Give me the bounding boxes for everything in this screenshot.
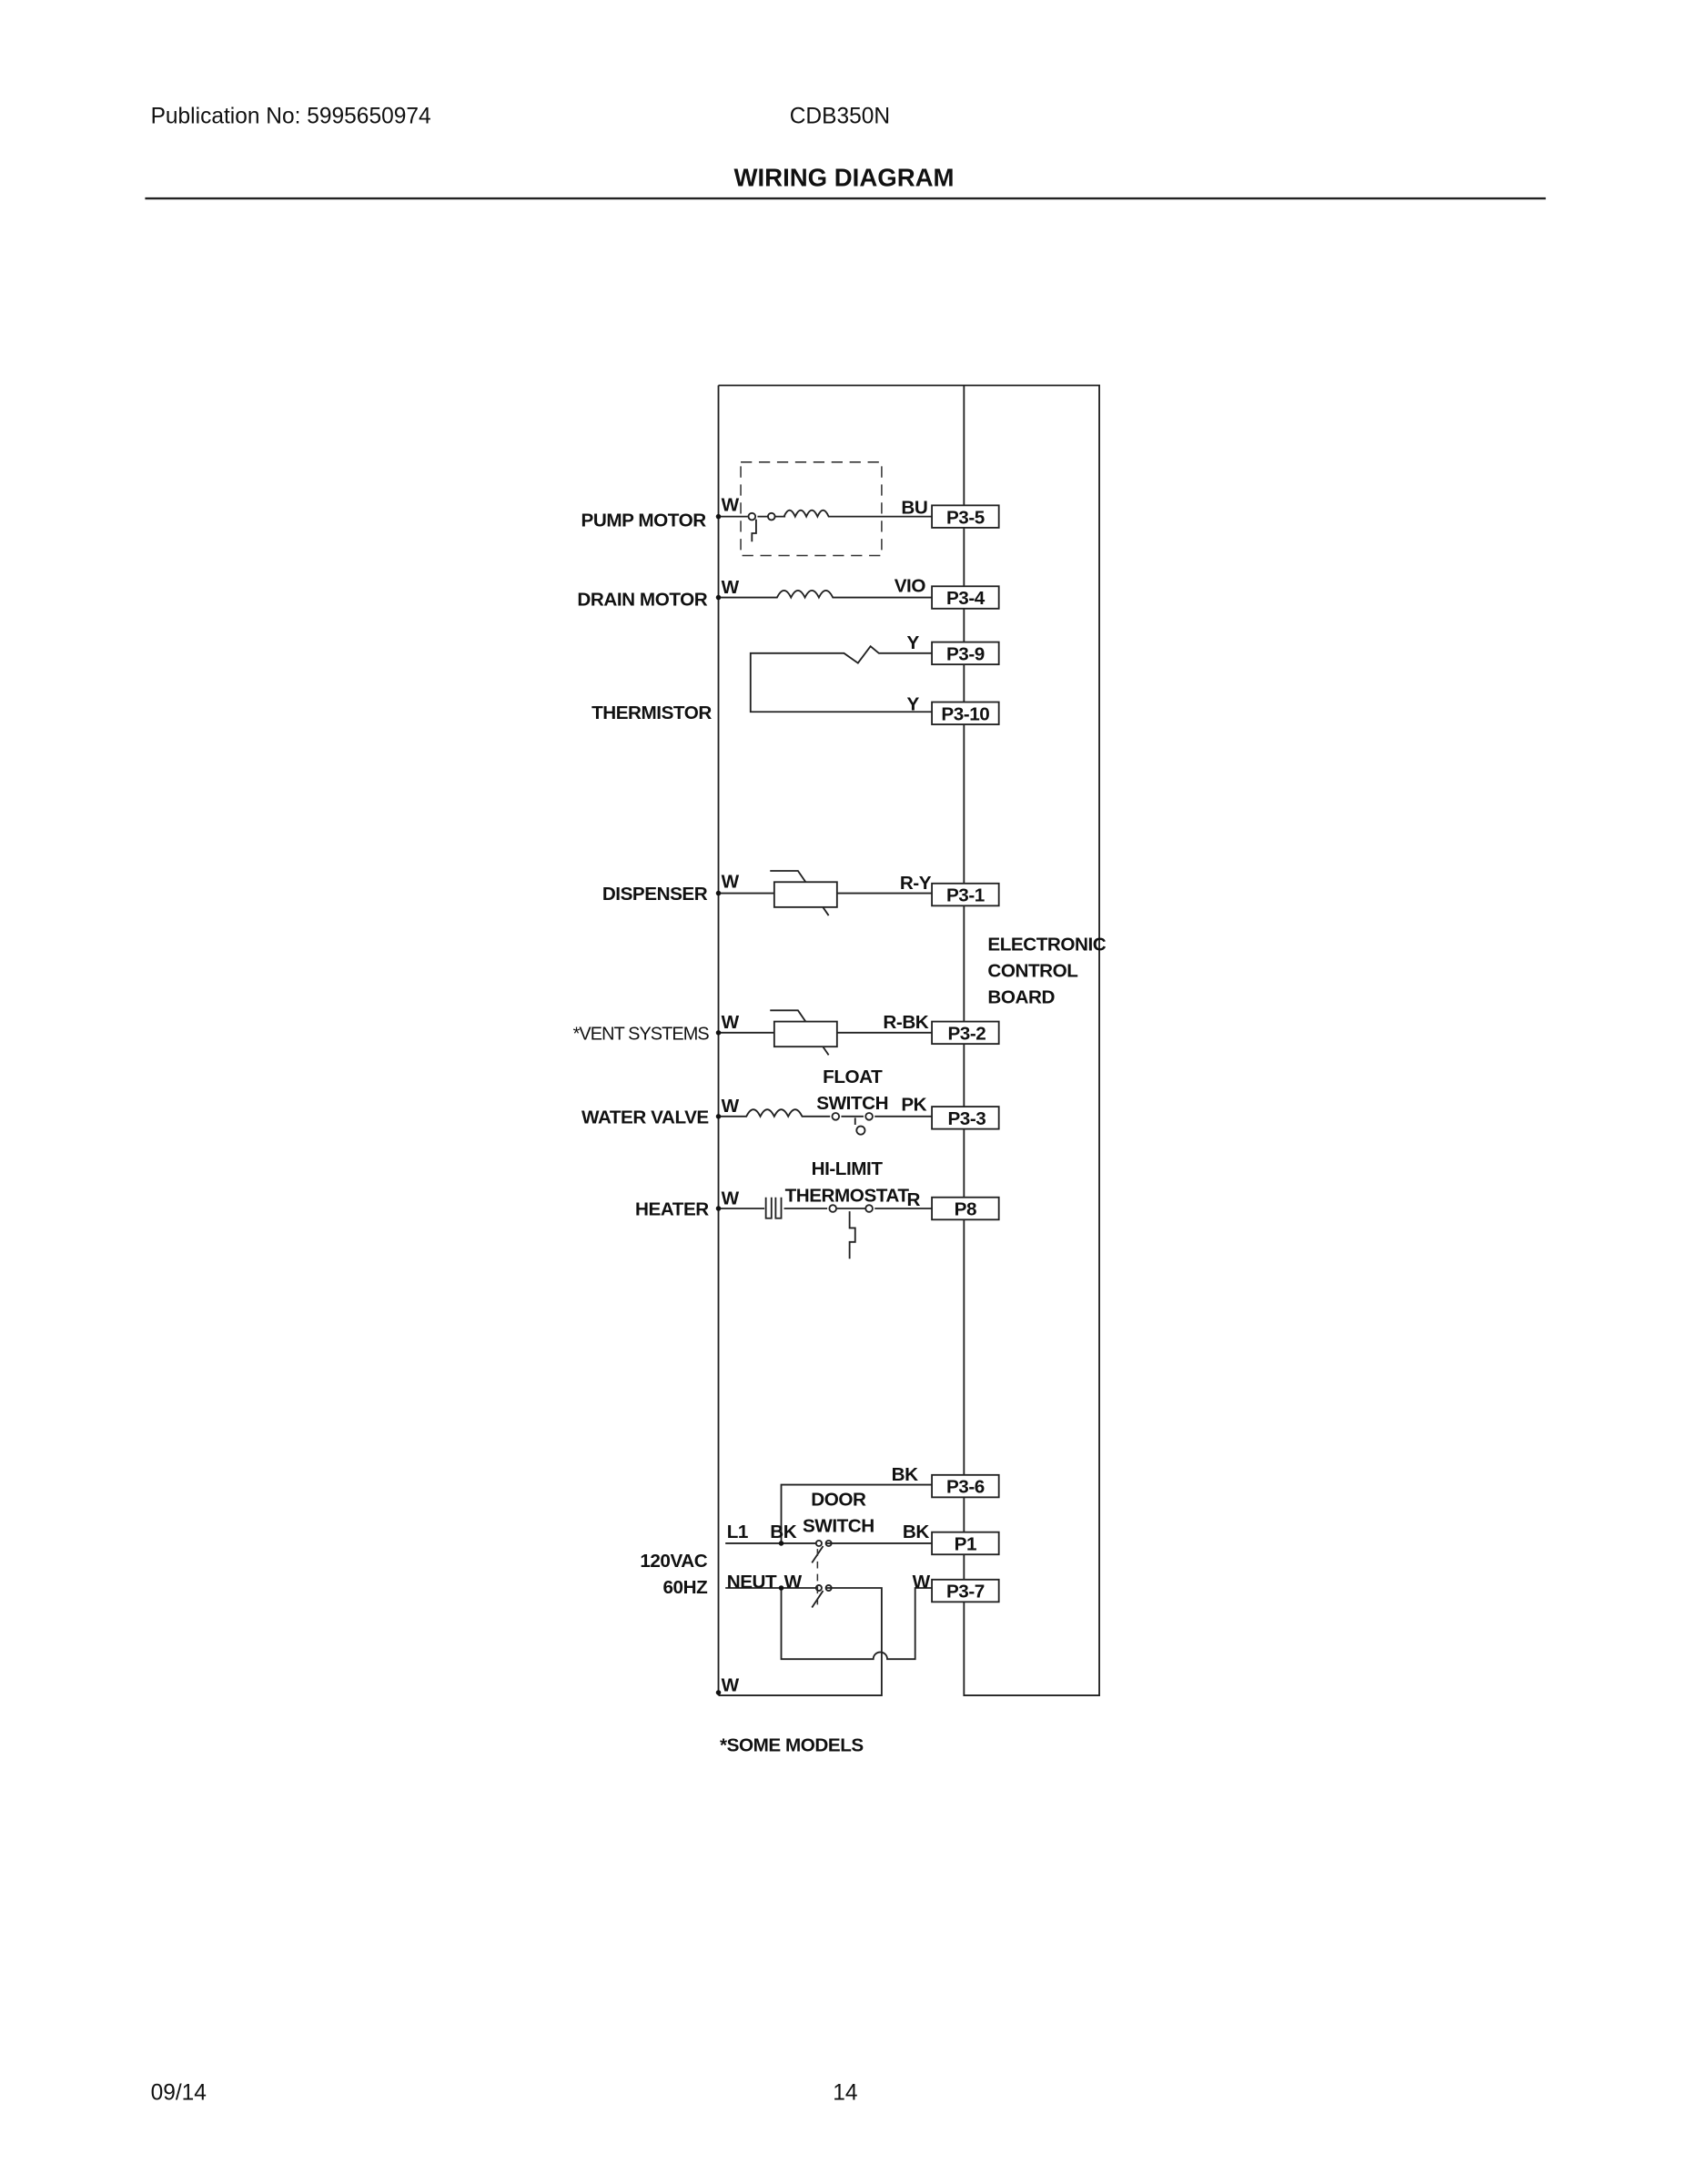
label-pump-motor: PUMP MOTOR [581,510,707,531]
label-electronic: ELECTRONIC [987,934,1106,955]
svg-text:BK: BK [770,1522,796,1542]
connector-p1: P1 [931,1531,1000,1556]
wire-color-labels: W BU W VIO Y Y W R-Y W R-BK W PK W R BK … [722,494,933,1695]
svg-text:Y: Y [906,694,919,715]
svg-text:P8: P8 [955,1199,976,1220]
label-float: FLOAT [823,1067,883,1087]
svg-text:P3-6: P3-6 [946,1477,985,1498]
page-title: WIRING DIAGRAM [733,163,954,191]
svg-text:W: W [913,1572,931,1592]
svg-text:W: W [784,1572,803,1592]
connector-p3-2: P3-2 [931,1020,1000,1046]
svg-text:P3-2: P3-2 [947,1024,986,1045]
label-control: CONTROL [987,961,1077,982]
connector-p8: P8 [931,1196,1000,1221]
component-labels: PUMP MOTOR DRAIN MOTOR THERMISTOR DISPEN… [573,510,713,1598]
footer-date: 09/14 [151,2081,207,2106]
svg-text:W: W [722,1012,740,1033]
svg-text:P1: P1 [955,1534,976,1555]
connector-p3-6: P3-6 [931,1473,1000,1499]
label-dispenser: DISPENSER [602,884,708,905]
connector-pins: P3-5 P3-4 P3-9 P3-10 P3-1 P3-2 P3-3 P8 P… [931,504,1000,1603]
label-heater: HEATER [635,1199,709,1220]
label-neut: NEUT [727,1572,777,1592]
label-board: BOARD [987,987,1055,1008]
pump-motor-enclosure [740,461,883,557]
connector-p3-1: P3-1 [931,882,1000,907]
svg-text:P3-5: P3-5 [946,507,985,528]
label-float-switch: SWITCH [816,1093,888,1114]
label-drain-motor: DRAIN MOTOR [577,590,707,611]
connector-p3-5: P3-5 [931,504,1000,529]
label-120vac: 120VAC [640,1551,707,1572]
svg-text:W: W [722,1188,740,1208]
svg-text:Y: Y [906,632,919,653]
svg-text:W: W [722,1674,740,1695]
connector-p3-9: P3-9 [931,641,1000,666]
svg-text:P3-3: P3-3 [947,1108,986,1129]
label-thermistor: THERMISTOR [591,703,712,723]
svg-text:W: W [722,871,740,892]
svg-text:R-Y: R-Y [900,873,932,894]
label-l1: L1 [727,1522,748,1542]
svg-text:R: R [906,1189,920,1210]
svg-text:W: W [722,494,740,515]
schematic [715,384,1100,1696]
svg-text:PK: PK [901,1095,926,1116]
model-number: CDB350N [790,104,890,128]
connector-p3-4: P3-4 [931,585,1000,610]
svg-text:BK: BK [892,1464,918,1485]
svg-text:P3-9: P3-9 [946,644,985,665]
connector-p3-3: P3-3 [931,1106,1000,1130]
svg-text:W: W [722,1096,740,1117]
svg-text:R-BK: R-BK [883,1012,928,1033]
label-door-switch: SWITCH [803,1516,874,1537]
svg-text:VIO: VIO [895,575,926,596]
svg-text:BK: BK [903,1522,929,1542]
connector-p3-7: P3-7 [931,1578,1000,1603]
page-number: 14 [833,2081,857,2106]
label-hi-limit: HI-LIMIT [812,1158,884,1179]
svg-text:P3-1: P3-1 [946,885,985,906]
connector-p3-10: P3-10 [931,701,1000,725]
label-water-valve: WATER VALVE [581,1107,709,1127]
svg-text:BU: BU [901,498,927,519]
inline-labels: FLOAT SWITCH HI-LIMIT THERMOSTAT DOOR SW… [727,934,1107,1592]
label-thermostat: THERMOSTAT [785,1185,910,1206]
label-door: DOOR [811,1490,866,1511]
footnote-some-models: *SOME MODELS [720,1734,864,1755]
svg-text:P3-7: P3-7 [946,1582,985,1603]
svg-text:P3-10: P3-10 [941,703,989,724]
label-vent-systems: *VENT SYSTEMS [573,1025,710,1045]
publication-number: Publication No: 5995650974 [151,104,431,128]
svg-text:W: W [722,577,740,598]
label-60hz: 60HZ [663,1577,709,1598]
svg-text:P3-4: P3-4 [946,588,986,609]
